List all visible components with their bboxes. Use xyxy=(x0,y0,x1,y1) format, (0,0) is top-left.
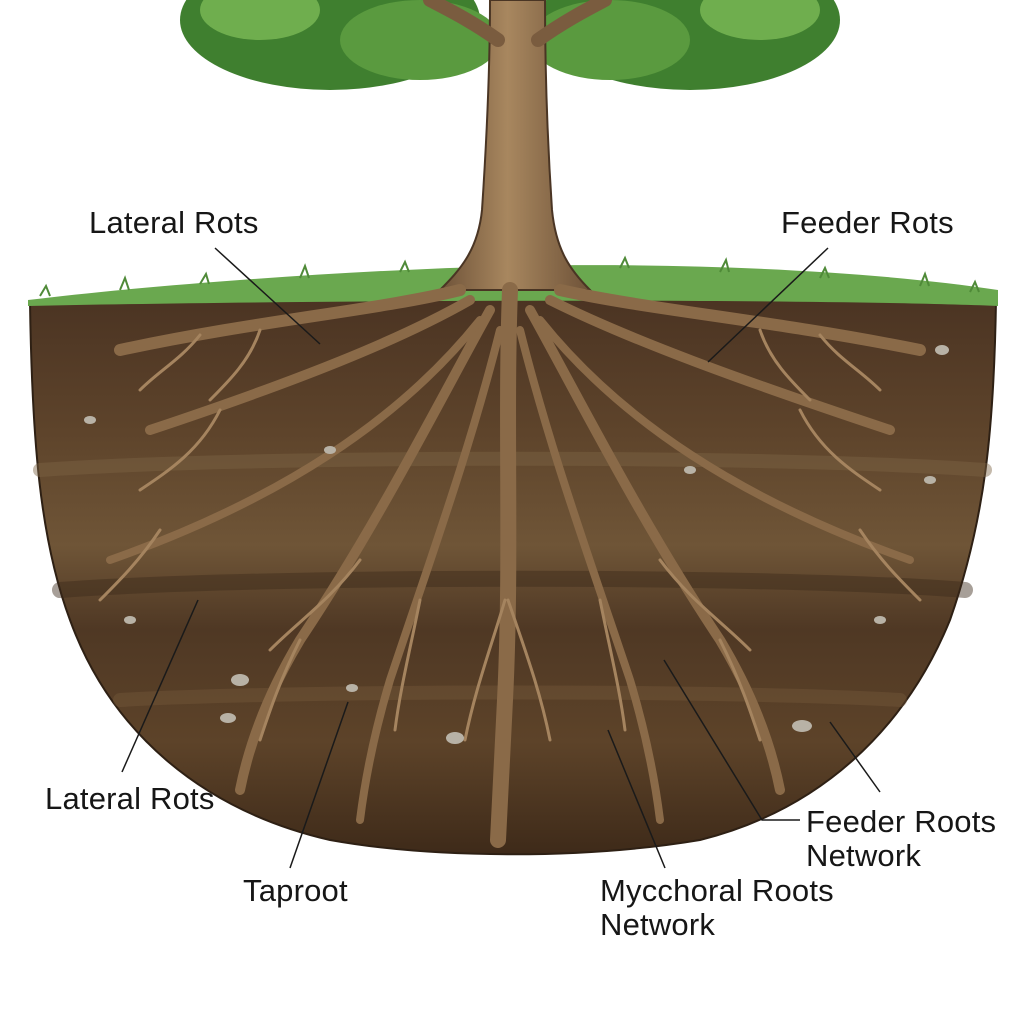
leader-feeder-network xyxy=(663,659,800,821)
tree-canopy xyxy=(180,0,840,90)
label-line-2: Network xyxy=(806,838,922,873)
label-text: Feeder Rots xyxy=(781,205,954,240)
label-line-1: Feeder Roots xyxy=(806,804,997,839)
label-taproot: Taproot xyxy=(243,874,348,908)
leader-taproot xyxy=(289,701,349,869)
trunk-branch-left xyxy=(423,0,505,47)
leader-lines xyxy=(121,247,881,869)
label-line-2: Network xyxy=(600,907,716,942)
label-line-1: Mycchoral Roots xyxy=(600,873,834,908)
label-feeder-roots-top: Feeder Rots xyxy=(781,206,954,240)
leader-lateral-bottom xyxy=(121,599,199,773)
leader-feeder-top xyxy=(707,247,829,363)
label-mycorrhizal-network: Mycchoral Roots Network xyxy=(600,874,834,942)
leader-feeder-network-2 xyxy=(829,721,881,793)
fine-roots xyxy=(98,328,922,742)
leader-mycorrhizal xyxy=(607,729,666,869)
soil-pebbles xyxy=(84,345,949,744)
label-feeder-roots-network: Feeder Roots Network xyxy=(806,805,996,873)
trunk-branch-right xyxy=(531,0,612,47)
label-text: Lateral Rots xyxy=(45,781,215,816)
label-text: Lateral Rots xyxy=(89,205,259,240)
leader-lateral-top xyxy=(214,247,321,345)
label-text: Taproot xyxy=(243,873,348,908)
label-lateral-roots-bottom: Lateral Rots xyxy=(45,782,215,816)
label-lateral-roots-top: Lateral Rots xyxy=(89,206,259,240)
